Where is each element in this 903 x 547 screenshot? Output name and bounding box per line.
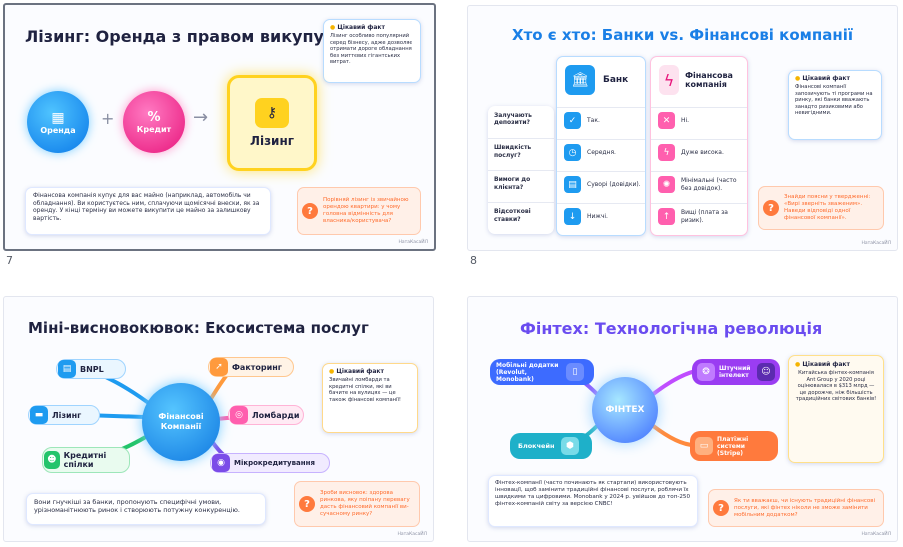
fact-card: ● Цікавий факт Китайська фінтех-компанія… <box>788 355 884 463</box>
center-node: ФІНТЕХ <box>592 377 658 443</box>
logo: НатаКасаЙЛ <box>861 241 891 246</box>
fact-card: ● Цікавий факт Звичайні ломбарди та кред… <box>322 363 418 433</box>
description-box: Фінтех-компанії (часто починають як стар… <box>488 475 698 527</box>
fact-text: Лізинг особливо популярний серед бізнесу… <box>330 33 413 65</box>
logo: НатаКасаЙЛ <box>398 240 428 245</box>
calendar-icon: ▦ <box>51 109 65 126</box>
fact-title: Цікавий факт <box>337 24 385 31</box>
percent-icon: % <box>147 110 161 125</box>
question-icon: ? <box>302 203 318 219</box>
bulb-icon: ● <box>795 361 801 368</box>
mobile-apps-item: Мобільні додатки (Revolut, Monobank) ▯ <box>490 359 594 385</box>
receipt-icon: ▤ <box>58 360 76 378</box>
credit-node: % Кредит <box>123 91 185 153</box>
question-box: ? Як ти вважаєш, чи існують традиційні ф… <box>708 489 884 527</box>
pawnshop-item: ◎Ломбарди <box>228 405 304 425</box>
question-icon: ? <box>713 500 729 516</box>
ring-icon: ◎ <box>230 406 248 424</box>
bank-column: 🏛 Банк ✓Так. ◷Середня. ▤Суворі (довідки)… <box>556 56 646 236</box>
arrow-up-icon: ↑ <box>658 208 675 225</box>
credit-union-item: ☻Кредитні спілки <box>42 447 130 473</box>
bulb-icon: ● <box>795 75 801 82</box>
bank-icon: 🏛 <box>565 65 595 95</box>
ai-item: ❂ Штучний інтелект ☺ <box>692 359 780 385</box>
slide-thumbnail-7[interactable]: Лізинг: Оренда з правом викупу ● Цікавий… <box>3 3 436 251</box>
slide-thumbnail-8[interactable]: Хто є хто: Банки vs. Фінансові компанії … <box>467 5 898 251</box>
plus-sign: + <box>101 109 115 128</box>
slide-thumbnail-9[interactable]: Міні-висновокювок: Екосистема послуг Фін… <box>3 296 434 542</box>
car-key-icon: ⚷ <box>255 98 289 128</box>
leasing-item: ▬Лізинг <box>28 405 100 425</box>
slide-number-8: 8 <box>470 254 477 267</box>
fact-card: ● Цікавий факт Фінансові компанії запози… <box>788 70 882 140</box>
arrow-icon: → <box>193 107 209 128</box>
question-box: ? Порівняй лізинг із звичайною орендою к… <box>297 187 421 235</box>
slide-number-7: 7 <box>6 254 13 267</box>
coins-icon: ◉ <box>212 454 230 472</box>
slide-title: Фінтех: Технологічна революція <box>520 319 823 338</box>
criteria-column: Залучають депозити? Швидкість послуг? Ви… <box>488 106 554 234</box>
rent-node: ▦ Оренда <box>27 91 89 153</box>
card-icon: ▭ <box>695 437 713 455</box>
blocks-icon: ⬢ <box>561 437 579 455</box>
blockchain-item: Блокчейн ⬢ <box>510 433 592 459</box>
microcredit-item: ◉Мікрокредитування <box>210 453 330 473</box>
brain-icon: ❂ <box>697 363 715 381</box>
leasing-node: ⚷ Лізинг <box>227 75 317 171</box>
slide-title: Міні-висновокювок: Екосистема послуг <box>28 319 369 337</box>
arrow-icon: ➚ <box>210 358 228 376</box>
phone-icon: ▯ <box>566 363 584 381</box>
slide-title: Хто є хто: Банки vs. Фінансові компанії <box>512 26 854 44</box>
gear-icon: ✺ <box>658 176 675 193</box>
description-box: Вони гнучкіші за банки, пропонують специ… <box>26 493 266 525</box>
description-box: Фінансова компанія купує для вас майно (… <box>25 187 271 235</box>
check-icon: ✓ <box>564 112 581 129</box>
bulb-icon: ● <box>330 24 336 31</box>
document-icon: ▤ <box>564 176 581 193</box>
people-icon: ☻ <box>44 451 60 469</box>
center-node: Фінансові Компанії <box>142 383 220 461</box>
robot-icon: ☺ <box>757 363 775 381</box>
car-icon: ▬ <box>30 406 48 424</box>
payments-item: ▭ Платіжні системи (Stripe) <box>690 431 778 461</box>
arrow-down-icon: ↓ <box>564 208 581 225</box>
bnpl-item: ▤BNPL <box>56 359 126 379</box>
question-icon: ? <box>763 200 779 216</box>
bulb-icon: ● <box>329 368 335 375</box>
fact-card: ● Цікавий факт Лізинг особливо популярни… <box>323 19 421 83</box>
question-box: ? Знайди поясни у твердженні: «Вирі звер… <box>758 186 884 230</box>
factoring-item: ➚Факторинг <box>208 357 294 377</box>
logo: НатаКасаЙЛ <box>861 532 891 537</box>
cross-icon: ✕ <box>658 112 675 129</box>
question-icon: ? <box>299 496 315 512</box>
logo: НатаКасаЙЛ <box>397 532 427 537</box>
question-box: ? Зроби висновок: здорова ринкова, яку п… <box>294 481 420 527</box>
slide-thumbnail-10[interactable]: Фінтех: Технологічна революція ФІНТЕХ Мо… <box>467 296 898 542</box>
clock-icon: ◷ <box>564 144 581 161</box>
bolt-icon: ϟ <box>658 144 675 161</box>
slide-title: Лізинг: Оренда з правом викупу <box>25 27 324 46</box>
lightning-icon: ϟ <box>659 65 680 95</box>
